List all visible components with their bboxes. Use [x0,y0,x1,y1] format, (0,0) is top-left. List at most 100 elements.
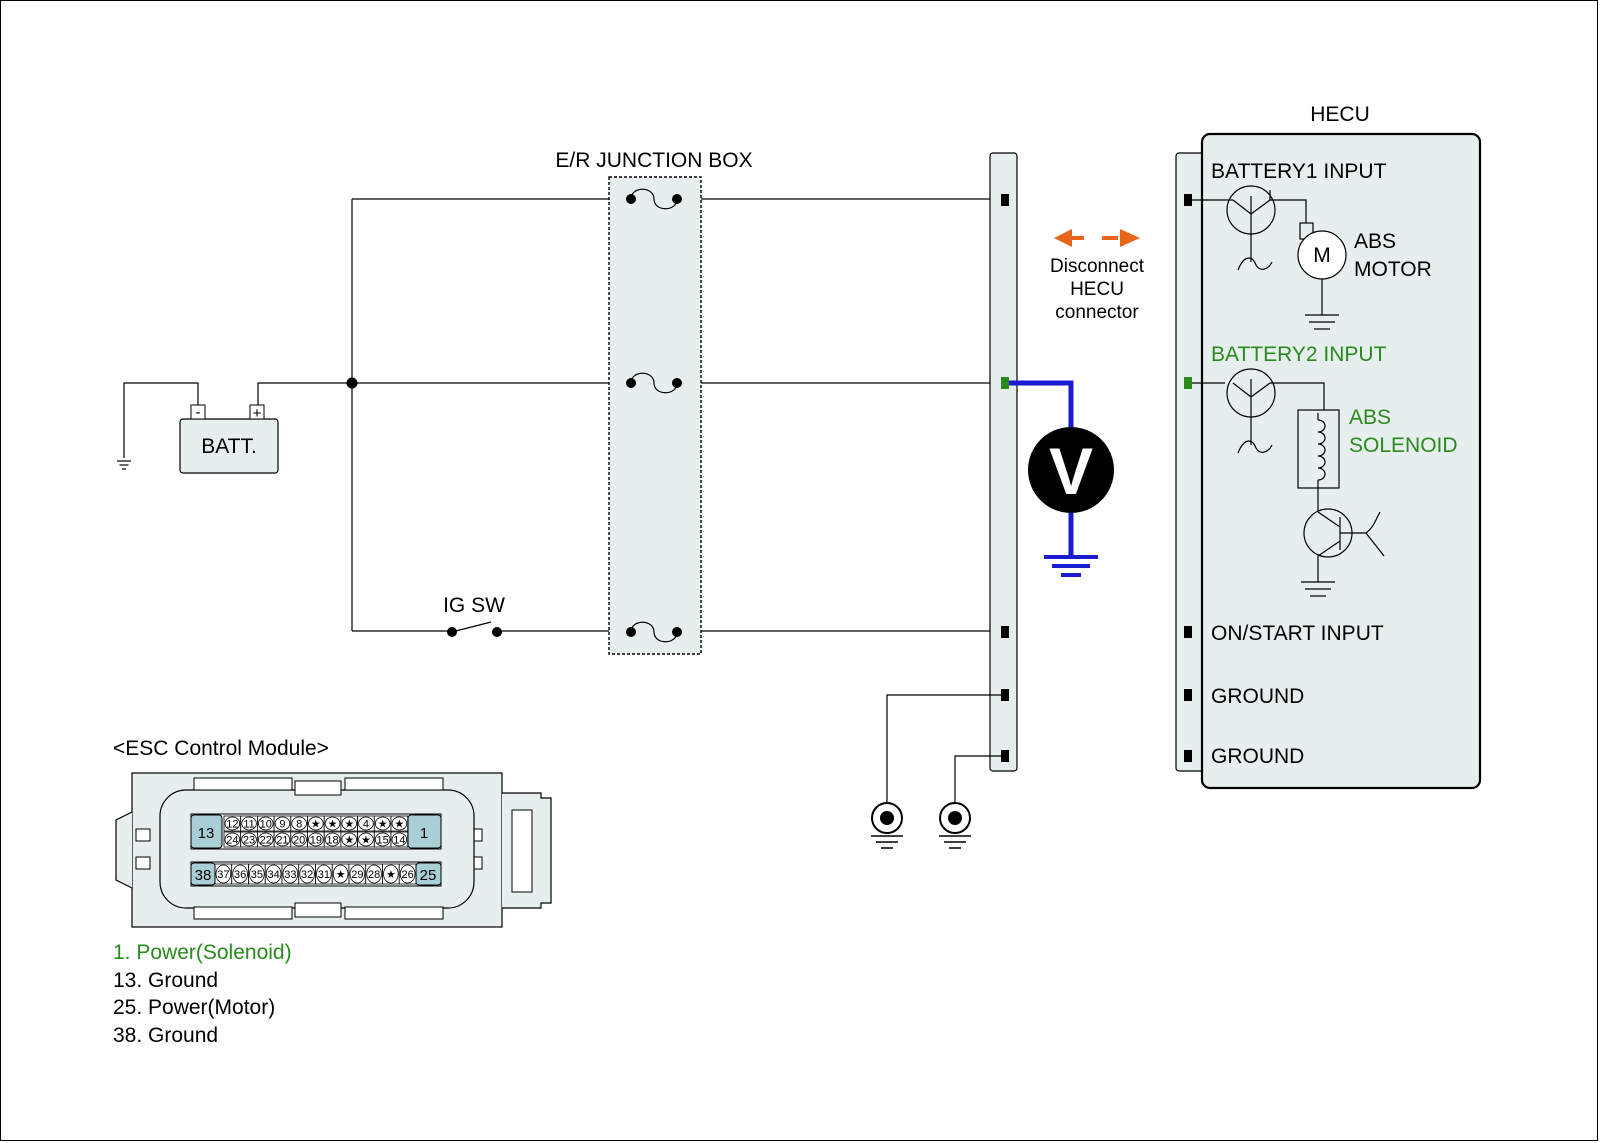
connector-pin-label: 28 [368,869,380,881]
ground-point-icon [939,802,971,849]
chassis-ground-icon [117,460,131,470]
connector-pin-socket [274,832,291,847]
connector-pin-label: 15 [377,835,389,847]
connector-pin-label: ★ [386,869,396,881]
hecu-pin [1184,194,1192,206]
connector-pin-label: 9 [279,819,285,831]
pin-38-label: 38 [195,867,212,884]
connector-pin-socket [282,864,299,884]
hecu-connector-bar[interactable] [1175,152,1205,772]
legend-item: 25. Power(Motor) [113,996,275,1019]
hecu-pin [1184,626,1192,638]
disconnect-label-line2: HECU [1070,279,1124,300]
pin-legend: 1. Power(Solenoid) 13. Ground 25. Power(… [113,941,292,1047]
connector-pin-socket [308,816,324,831]
connector-pin-label: 12 [226,819,238,831]
connector-pin-label: ★ [378,819,388,831]
disconnect-arrows-icon [1054,229,1140,247]
connector-pin-socket [249,864,265,884]
fuse-1 [626,188,682,210]
wire-junction-dot [346,377,358,389]
connector-pin-socket [308,832,324,847]
connector-pin-socket [299,864,315,884]
connector-pin-label: 34 [268,869,280,881]
connector-pin-socket [224,832,241,847]
battery2-input-label: BATTERY2 INPUT [1211,343,1387,366]
battery-plus-label: + [253,405,262,422]
pin-1-label: 1 [420,825,428,842]
connector-title: <ESC Control Module> [113,737,329,760]
battery-positive-terminal [249,404,265,420]
ig-switch-label: IG SW [443,594,505,617]
ground-point-icon [871,802,903,849]
connector-pin-socket [291,832,307,847]
connector-pin-socket [257,832,274,847]
voltmeter-icon [1028,427,1114,513]
abs-solenoid-label-2: SOLENOID [1349,434,1458,457]
battery-section: - + BATT. [117,382,352,474]
connector-pin-socket [241,832,257,847]
battery-negative-terminal [190,404,206,420]
connector-pin-label: 10 [260,819,272,831]
legend-item: 1. Power(Solenoid) [113,941,292,964]
connector-pin-socket [366,864,382,884]
connector-pin-label: 18 [326,835,338,847]
connector-pin-label: 32 [301,869,313,881]
ig-switch: IG SW [443,594,505,637]
connector-pin-socket [358,832,374,847]
harness-pin [1001,750,1009,762]
ground2-label: GROUND [1211,745,1304,768]
connector-pin-label: ★ [328,819,338,831]
connector-pin-label: 20 [293,835,305,847]
connector-pin-socket [391,832,408,847]
hecu-pin-measured [1184,377,1192,389]
voltmeter-label: V [1049,434,1093,508]
connector-pin-socket [341,832,357,847]
connector-pin-label: 21 [276,835,288,847]
battery-body [179,418,279,474]
connector-pin-socket [291,816,307,831]
battery-label: BATT. [201,435,257,458]
connector-pin-label: 36 [234,869,246,881]
connector-pin-label: ★ [336,869,346,881]
pin-13-label: 13 [198,825,215,842]
battery1-input-label: BATTERY1 INPUT [1211,160,1387,183]
connector-pin-label: 31 [318,869,330,881]
ground-icon [1301,581,1335,597]
legend-item: 38. Ground [113,1024,218,1047]
junction-box-outline [608,176,702,655]
connector-pin-label: 4 [363,819,369,831]
disconnect-label-line3: connector [1055,302,1139,323]
hecu-label: HECU [1310,103,1370,126]
connector-pin-label: 22 [260,835,272,847]
connector-pin-label: ★ [344,835,354,847]
harness-connector[interactable] [989,152,1018,772]
connector-pin-socket [316,864,332,884]
transistor-icon [1303,508,1385,582]
connector-pin-socket [232,864,248,884]
connector-pin-socket [332,864,349,884]
junction-box: E/R JUNCTION BOX [555,149,753,655]
transistor-icon [1192,368,1276,454]
connector-pin-socket [341,816,357,831]
connector-pin-1 [407,814,442,849]
hecu-pin [1184,689,1192,701]
connector-pin-label: ★ [311,819,321,831]
connector-pin-25 [415,862,442,886]
connector-pin-socket [215,864,232,884]
connector-pin-socket [257,816,274,831]
connector-pin-label: ★ [394,819,404,831]
ground-icon [1305,314,1339,330]
connector-pin-socket [265,864,282,884]
connector-pin-label: ★ [361,835,371,847]
connector-pin-socket [224,816,241,831]
junction-box-label: E/R JUNCTION BOX [555,149,752,172]
on-start-input-label: ON/START INPUT [1211,622,1384,645]
hecu-module[interactable]: HECU BATTERY1 INPUT BATTERY2 INPUT ON/ST… [1175,103,1482,790]
connector-pin-label: 11 [243,819,254,831]
connector-pin-label: 24 [226,835,238,847]
connector-pin-socket [324,816,341,831]
